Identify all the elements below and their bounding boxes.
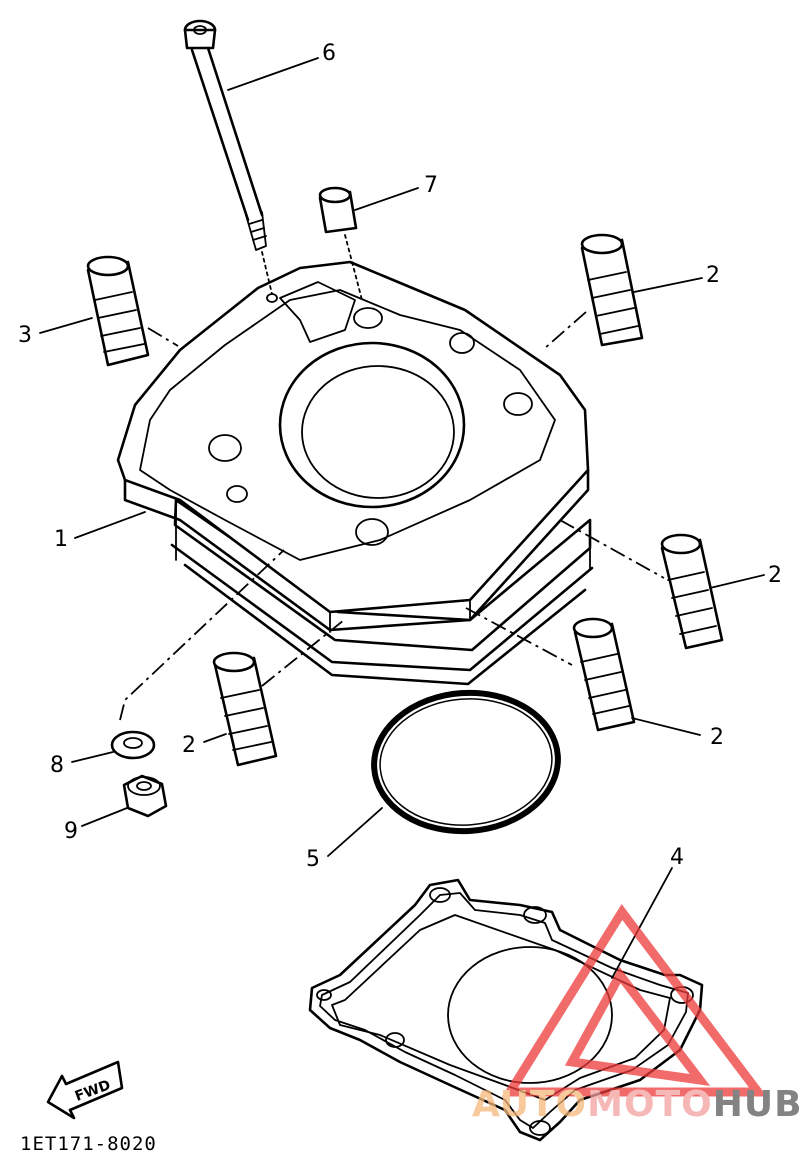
callout-6: 6 [322, 41, 336, 66]
callout-2-right: 2 [768, 563, 782, 588]
assembly-lines [119, 311, 665, 721]
dowel-pin [318, 186, 363, 301]
callout-5: 5 [306, 847, 320, 872]
callout-9: 9 [64, 819, 78, 844]
callout-3: 3 [18, 323, 32, 348]
cylinder-block [116, 251, 594, 686]
knock-pin-3 [86, 255, 150, 367]
o-ring [371, 689, 561, 835]
drawing-code: 1ET171-8020 [20, 1133, 157, 1155]
knock-pin-2-top [580, 233, 644, 347]
watermark-triangle-icon [501, 904, 768, 1097]
callout-2-top: 2 [706, 263, 720, 288]
leader-lines [39, 57, 765, 979]
knock-pin-2-right [660, 533, 724, 650]
callout-2-lower-left: 2 [182, 733, 196, 758]
stud-bolt [183, 19, 267, 251]
watermark-logo: AUTOMOTOHUB [472, 904, 800, 1125]
callout-1: 1 [54, 527, 68, 552]
callout-2-lower-right: 2 [710, 725, 724, 750]
callout-8: 8 [50, 753, 64, 778]
knock-pin-2-lower-right [572, 617, 636, 732]
fwd-arrow-icon: FWD [46, 1060, 124, 1120]
watermark-text: AUTOMOTOHUB [472, 1084, 800, 1125]
nut [122, 774, 168, 818]
callout-labels: 1 2 2 2 2 3 4 5 6 7 8 9 [18, 41, 782, 872]
callout-4: 4 [670, 845, 684, 870]
washer [110, 730, 156, 760]
knock-pin-2-lower-left [212, 651, 278, 767]
callout-7: 7 [424, 173, 438, 198]
